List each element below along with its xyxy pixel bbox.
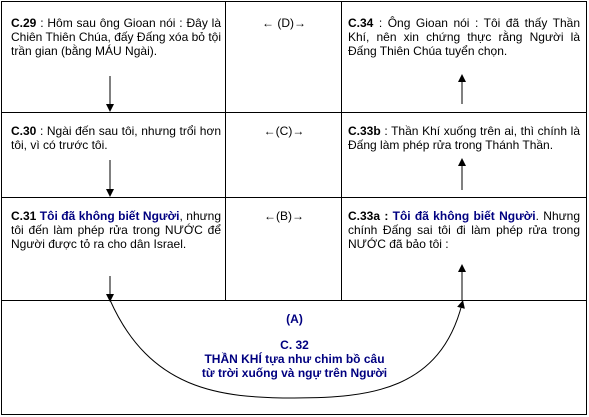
text-c34: : Ông Gioan nói : Tôi đã thấy Thần Khí, … — [348, 16, 580, 58]
text-c33b: : Thần Khí xuống trên ai, thì chính là Đ… — [348, 124, 580, 152]
mid-b: ←(B)→ — [264, 209, 304, 223]
bold-c31: Tôi đã không biết Người — [36, 209, 180, 223]
ref-c30: C.30 — [11, 124, 37, 138]
mid-d: ← (D)→ — [262, 16, 306, 30]
cell-c34: C.34 : Ông Gioan nói : Tôi đã thấy Thần … — [348, 16, 580, 58]
c32-line1: THẦN KHÍ tựa như chim bồ câu — [204, 352, 385, 366]
text-c33a: . Nhưng chính Đấng sai tôi đi làm phép r… — [348, 209, 581, 251]
arc-a — [109, 299, 465, 399]
bold-c33a: Tôi đã không biết Người — [392, 209, 536, 223]
cell-c31: C.31 Tôi đã không biết Người, nhưng tôi … — [11, 209, 221, 251]
label-a: (A) — [286, 312, 303, 326]
cell-c33a: C.33a : Tôi đã không biết Người. Nhưng c… — [348, 209, 580, 251]
text-c30: : Ngài đến sau tôi, nhưng trổi hơn tôi, … — [11, 124, 221, 152]
text-c29: : Hôm sau ông Gioan nói : Đây là Chiên T… — [11, 16, 221, 58]
ref-c33a: C.33a — [348, 209, 381, 223]
ref-c31: C.31 — [11, 209, 37, 223]
ref-c32: C. 32 — [280, 338, 309, 352]
cell-c33b: C.33b : Thần Khí xuống trên ai, thì chín… — [348, 124, 580, 152]
cell-c29: C.29 : Hôm sau ông Gioan nói : Đây là Ch… — [11, 16, 221, 58]
c32-line2: từ trời xuống và ngự trên Người — [201, 366, 388, 380]
cell-c30: C.30 : Ngài đến sau tôi, nhưng trổi hơn … — [11, 124, 221, 152]
text-c31: , nhưng tôi đến làm phép rửa trong NƯỚC … — [11, 209, 221, 251]
ref-c29: C.29 — [11, 16, 37, 30]
mid-c: ←(C)→ — [263, 124, 305, 138]
ref-c33b: C.33b — [348, 124, 381, 138]
ref-c34: C.34 — [348, 16, 374, 30]
sep-c33a: : — [380, 209, 393, 223]
